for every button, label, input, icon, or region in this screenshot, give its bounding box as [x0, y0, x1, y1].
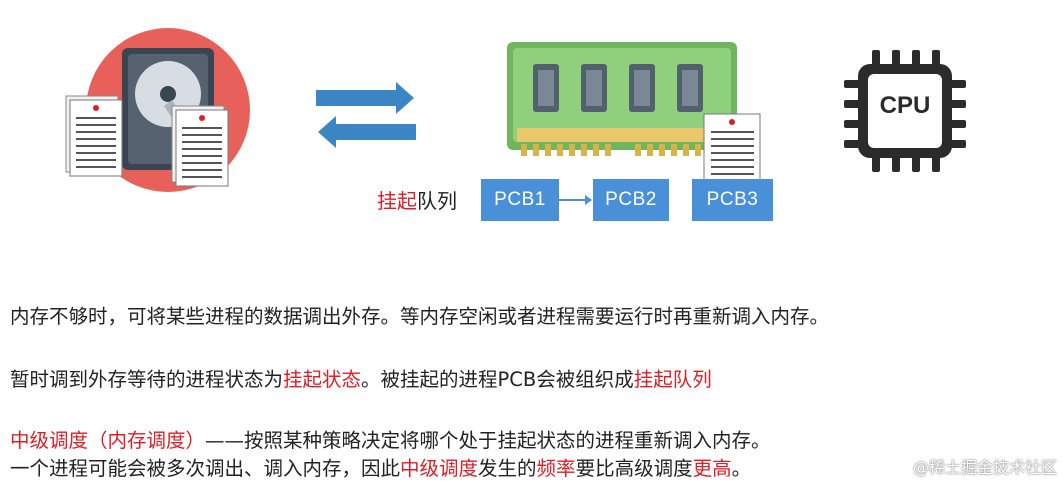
watermark: @稀土掘金技术社区 [912, 458, 1057, 477]
paragraph-scheduling-frequency: 一个进程可能会被多次调出、调入内存，因此中级调度发生的频率要比高级调度更高。 [10, 452, 751, 481]
swap-arrows-icon [316, 82, 416, 148]
swap-arrows [312, 78, 420, 152]
pcb-box-3: PCB3 [692, 179, 773, 221]
suspend-queue-label: 挂起队列 [377, 185, 457, 214]
text-span: 要比高级调度 [575, 457, 693, 480]
arrow-right-icon [559, 195, 592, 205]
queue-arrow [559, 191, 593, 209]
highlight-suspend-queue: 挂起队列 [633, 368, 712, 391]
cpu-illustration: CPU [842, 48, 968, 174]
memory-module-illustration [505, 40, 740, 160]
text-span: 。被挂起的进程PCB会被组织成 [361, 368, 634, 391]
queue-label-highlight: 挂起 [377, 189, 417, 213]
highlight-higher: 更高 [692, 457, 732, 480]
document-icon [703, 113, 761, 189]
text-span: 暂时调到外存等待的进程状态为 [10, 368, 284, 391]
text-span: 一个进程可能会被多次调出、调入内存，因此 [10, 457, 401, 480]
highlight-medium-term: 中级调度 [400, 457, 479, 480]
cpu-icon [844, 50, 966, 172]
highlight-frequency: 频率 [536, 457, 576, 480]
pcb-box-2: PCB2 [593, 179, 669, 221]
paragraph-swap-description: 内存不够时，可将某些进程的数据调出外存。等内存空闲或者进程需要运行时再重新调入内… [10, 305, 830, 328]
hard-disk-illustration [60, 20, 260, 200]
ram-icon [507, 42, 737, 156]
text-span: ——按照某种策略决定将哪个处于挂起状态的进程重新调入内存。 [205, 429, 771, 452]
pcb-box-1: PCB1 [481, 179, 559, 221]
hard-disk-icon [65, 28, 250, 192]
pcb-document-illustration [702, 110, 766, 190]
text-span: 。 [731, 457, 752, 480]
paragraph-suspend-state: 暂时调到外存等待的进程状态为挂起状态。被挂起的进程PCB会被组织成挂起队列 [10, 363, 712, 392]
text-span: 发生的 [478, 457, 537, 480]
cpu-label: CPU [879, 92, 931, 119]
queue-label-text: 队列 [417, 189, 457, 213]
paragraph-medium-term-scheduling: 中级调度（内存调度）——按照某种策略决定将哪个处于挂起状态的进程重新调入内存。 [10, 424, 771, 453]
highlight-suspend-state: 挂起状态 [283, 368, 362, 391]
highlight-medium-term-scheduling: 中级调度（内存调度） [10, 429, 206, 452]
